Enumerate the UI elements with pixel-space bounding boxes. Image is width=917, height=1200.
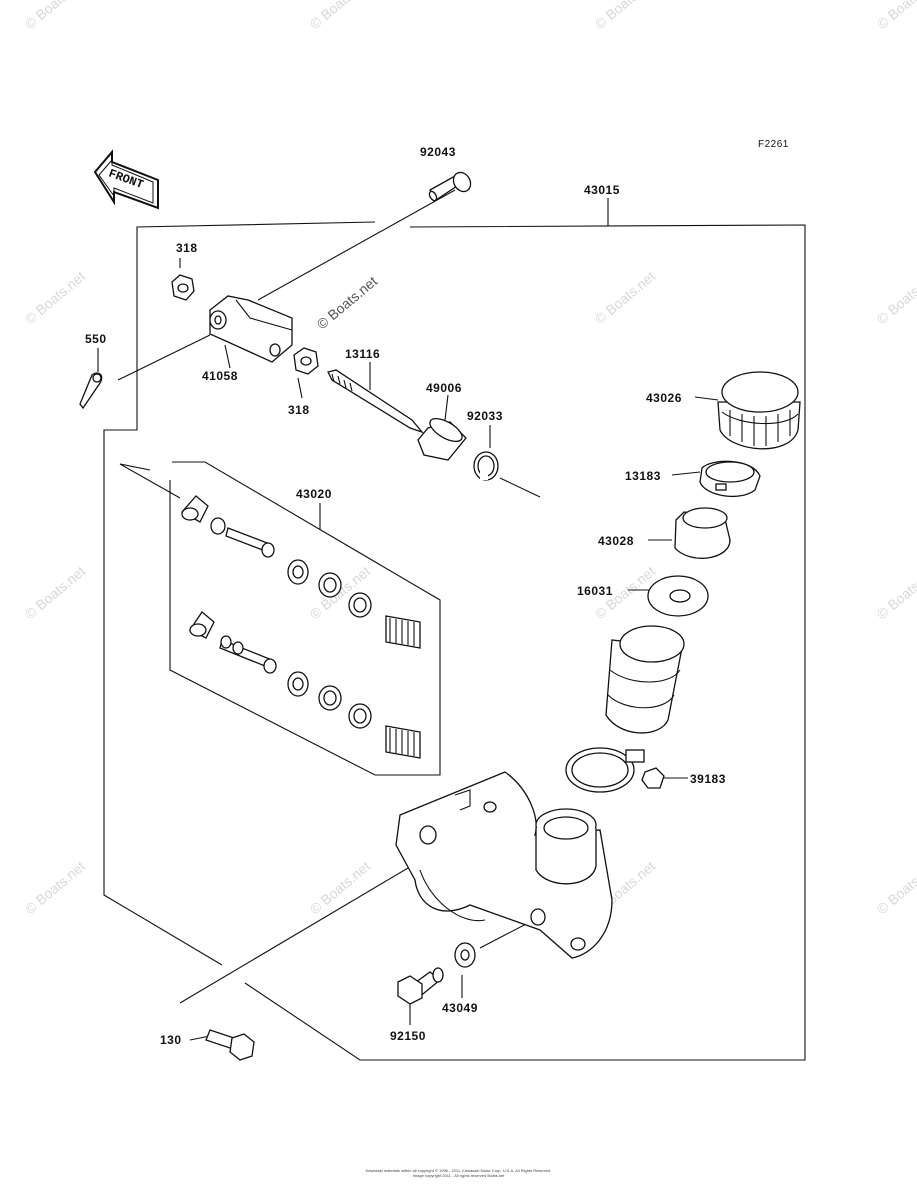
circlip-92033-icon (473, 451, 499, 481)
callout-49006: 49006 (426, 381, 462, 395)
watermark-text: © Boats.net (307, 0, 374, 32)
copyright-notice: Kawasaki materials within all copyright … (330, 1168, 587, 1178)
watermark-text: © Boats.net (22, 563, 89, 622)
callout-92150: 92150 (390, 1029, 426, 1043)
watermark-text: © Boats.net (314, 273, 381, 332)
assembly-frame-43015 (103, 198, 806, 1061)
callout-318: 318 (288, 403, 310, 417)
plate-13183-icon (699, 460, 761, 498)
bolt-92150-icon (397, 967, 444, 1005)
watermark-text: © Boats.net (874, 0, 917, 32)
callout-92033: 92033 (467, 409, 503, 423)
callout-labels: 92043 43015 318 550 41058 318 13116 4900… (85, 145, 726, 1047)
watermark-text: © Boats.net (874, 563, 917, 622)
front-arrow-icon: FRONT (93, 149, 159, 210)
watermark-text: © Boats.net (22, 268, 89, 327)
nut-318-icon (171, 274, 195, 301)
watermark-text: © Boats.net (592, 268, 659, 327)
push-rod-13116-icon (327, 369, 424, 434)
pin-92043-icon (428, 171, 472, 202)
watermark-text: © Boats.net (22, 0, 89, 32)
callout-550: 550 (85, 332, 107, 346)
watermark-layer: © Boats.net © Boats.net © Boats.net © Bo… (22, 0, 917, 917)
washer-43049-icon (454, 942, 476, 968)
callout-13183: 13183 (625, 469, 661, 483)
watermark-text: © Boats.net (874, 268, 917, 327)
callout-43020: 43020 (296, 487, 332, 501)
copyright-line: Kawasaki materials within all copyright … (365, 1168, 552, 1173)
float-16031-icon (647, 575, 709, 617)
cotter-pin-550-icon (79, 372, 103, 410)
diaphragm-43028-icon (674, 507, 731, 559)
callout-318: 318 (176, 241, 198, 255)
figure-code: F2261 (758, 139, 789, 150)
callout-16031: 16031 (577, 584, 613, 598)
callout-43026: 43026 (646, 391, 682, 405)
nut-318b-icon (293, 347, 319, 375)
reservoir-icon (605, 625, 685, 734)
watermark-text: © Boats.net (592, 0, 659, 32)
copyright-line: Image copyright 2011 - All rights reserv… (412, 1173, 505, 1178)
master-cylinder-body-icon (395, 771, 613, 959)
watermark-text: © Boats.net (22, 858, 89, 917)
callout-39183: 39183 (690, 772, 726, 786)
leader-lines (97, 189, 719, 1041)
callout-130: 130 (160, 1033, 182, 1047)
kit-contents-43020-icon (180, 495, 421, 759)
callout-92043: 92043 (420, 145, 456, 159)
bolt-130-icon (205, 1029, 255, 1061)
clevis-41058-icon (209, 295, 293, 363)
callout-43049: 43049 (442, 1001, 478, 1015)
clamp-39183-icon (565, 747, 665, 793)
callout-13116: 13116 (345, 347, 380, 361)
cap-43026-icon (717, 371, 801, 450)
boot-49006-icon (417, 417, 467, 461)
watermark-text: © Boats.net (874, 858, 917, 917)
callout-43015: 43015 (584, 183, 620, 197)
callout-41058: 41058 (202, 369, 238, 383)
callout-43028: 43028 (598, 534, 634, 548)
subkit-frame-43020 (119, 461, 441, 776)
